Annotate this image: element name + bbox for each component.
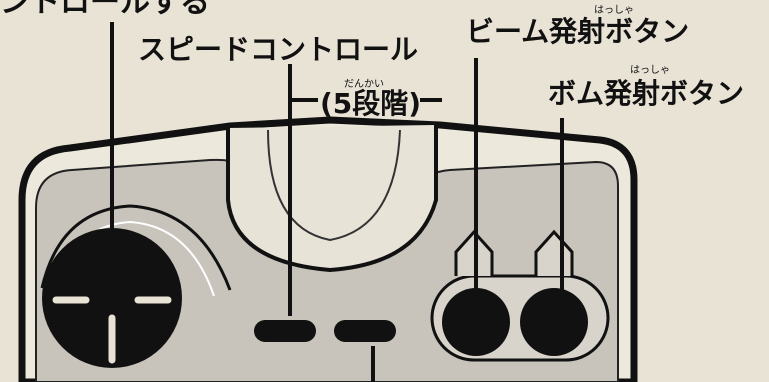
dpad-arc-outer <box>40 204 232 291</box>
beam-button-ruby: はっしゃ <box>594 5 634 16</box>
beam-button[interactable] <box>442 288 510 356</box>
speed-button-left[interactable] <box>254 320 316 342</box>
speed-levels-ruby: だんかい <box>344 79 384 90</box>
dpad-cross <box>52 296 172 364</box>
leader-lines <box>110 22 564 382</box>
bomb-button[interactable] <box>520 288 588 356</box>
dpad-control-label: ントロールする <box>0 0 210 20</box>
speed-control-label: スピードコントロール <box>138 33 419 66</box>
bomb-button-ruby: はっしゃ <box>630 65 670 76</box>
speed-levels-label: (5段階) <box>320 87 422 120</box>
center-dome <box>226 125 438 273</box>
dome-inner-arc <box>267 129 401 242</box>
dpad[interactable] <box>42 228 182 368</box>
bomb-button-label: ボム発射ボタン <box>548 77 745 110</box>
speed-button-right[interactable] <box>334 320 396 342</box>
beam-button-label: ビーム発射ボタン <box>466 15 690 48</box>
